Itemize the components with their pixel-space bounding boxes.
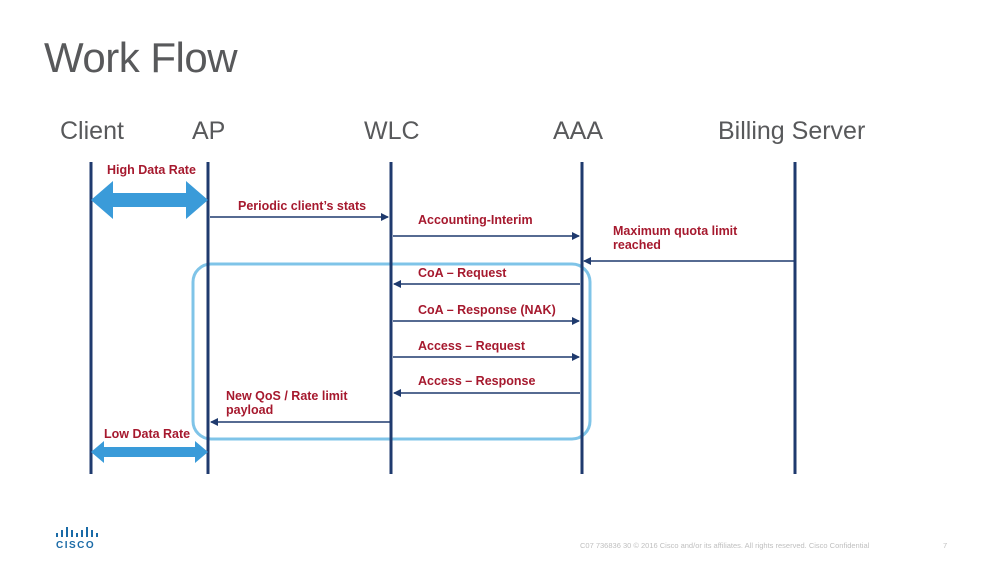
- cisco-logo-text: CISCO: [56, 540, 96, 551]
- high-data-rate-arrow: [91, 181, 208, 219]
- label-new-qos-line1: New QoS / Rate limit: [226, 389, 348, 403]
- label-periodic-stats: Periodic client’s stats: [238, 199, 367, 213]
- label-max-quota-line2: reached: [613, 238, 661, 252]
- label-access-request: Access – Request: [418, 339, 526, 353]
- label-high-data-rate: High Data Rate: [107, 163, 196, 177]
- label-coa-response: CoA – Response (NAK): [418, 303, 556, 317]
- label-accounting-interim: Accounting-Interim: [418, 213, 533, 227]
- actor-aaa: AAA: [553, 117, 604, 145]
- footer-copyright: C07 736836 30 © 2016 Cisco and/or its af…: [580, 541, 870, 550]
- low-data-rate-arrow: [91, 441, 208, 463]
- actor-wlc: WLC: [364, 117, 420, 145]
- footer-page-number: 7: [943, 541, 948, 550]
- label-new-qos: New QoS / Rate limit payload: [226, 389, 348, 417]
- actor-ap: AP: [192, 117, 226, 145]
- actor-client: Client: [60, 117, 124, 145]
- label-new-qos-line2: payload: [226, 403, 274, 417]
- label-low-data-rate: Low Data Rate: [104, 427, 191, 441]
- actor-billing-server: Billing Server: [718, 117, 866, 145]
- label-coa-request: CoA – Request: [418, 266, 507, 280]
- cisco-logo-icon: [56, 527, 98, 537]
- label-max-quota: Maximum quota limit reached: [613, 224, 737, 252]
- label-access-response: Access – Response: [418, 374, 536, 388]
- slide-title: Work Flow: [44, 34, 238, 81]
- label-max-quota-line1: Maximum quota limit: [613, 224, 738, 238]
